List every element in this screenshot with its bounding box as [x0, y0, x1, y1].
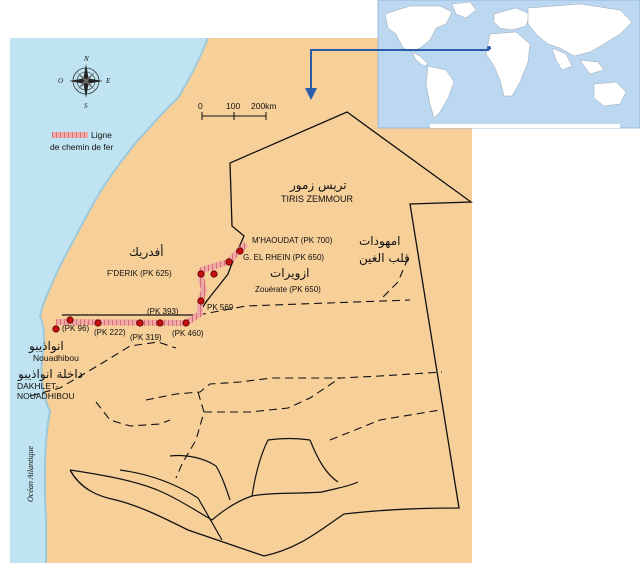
- pk222-label: (PK 222): [94, 328, 126, 337]
- tiris-zemmour-ar: تريس زمور: [289, 178, 347, 193]
- station-zouerate: [197, 270, 205, 278]
- compass-s: S: [84, 102, 88, 110]
- station-gelrhein: [225, 258, 233, 266]
- station-pk393: [156, 319, 164, 327]
- pk393-label: (PK 393): [147, 307, 179, 316]
- world-inset: [377, 0, 640, 129]
- nouadhibou-fr: Nouadhibou: [33, 353, 79, 363]
- mhaoudat-fr: M'HAOUDAT (PK 700): [252, 236, 333, 245]
- legend-line1: Ligne: [91, 130, 112, 140]
- dakhlet-ar: داخلة انواذيبو: [17, 367, 83, 382]
- legend-line2: de chemin de fer: [50, 142, 113, 152]
- station-mhaoudat: [236, 247, 244, 255]
- mhaoudat-ar: امهودات: [359, 234, 400, 249]
- legend: Ligne de chemin de fer: [50, 130, 113, 152]
- legend-railway-swatch: [52, 132, 88, 138]
- compass-rose: N S E O: [58, 55, 111, 110]
- sea-area: [10, 38, 208, 563]
- station-pk319: [136, 319, 144, 327]
- compass-o: O: [58, 77, 63, 85]
- internal-borders: [29, 257, 443, 479]
- nouadhibou-ar: انواذيبو: [28, 339, 64, 354]
- pk319-label: (PK 319): [130, 333, 162, 342]
- scale-bar: 0 100 200km: [198, 101, 277, 120]
- gelrhein-fr: G. EL RHEIN (PK 650): [243, 253, 324, 262]
- compass-n: N: [83, 55, 89, 63]
- southern-borders: [69, 437, 359, 541]
- station-fderik: [210, 270, 218, 278]
- pk96-label: (PK 96): [62, 324, 89, 333]
- compass-e: E: [105, 77, 111, 85]
- pk569-label: PK 569: [207, 303, 234, 312]
- zouerate-ar: ازويرات: [270, 266, 310, 281]
- scale-tick-200: 200km: [251, 101, 277, 111]
- coastline: [38, 37, 209, 563]
- scale-tick-0: 0: [198, 101, 203, 111]
- tiris-zemmour-fr: TIRIS ZEMMOUR: [281, 194, 353, 204]
- pk460-label: (PK 460): [172, 329, 204, 338]
- scale-tick-100: 100: [226, 101, 240, 111]
- dakhlet-fr-2: NOUADHIBOU: [17, 391, 75, 401]
- zouerate-fr: Zouérate (PK 650): [255, 285, 321, 294]
- station-pk222: [94, 319, 102, 327]
- fderik-ar: أفدريك: [129, 244, 164, 260]
- station-pk96: [66, 316, 74, 324]
- fderik-fr: F'DERIK (PK 625): [107, 269, 172, 278]
- country-border: [62, 111, 473, 557]
- station-pk569: [197, 297, 205, 305]
- ocean-label: Océan Atlantique: [26, 445, 35, 502]
- locator-arrow: [305, 49, 489, 100]
- station-pk460: [182, 319, 190, 327]
- gelrhein-ar: قلب الغين: [359, 251, 410, 266]
- dakhlet-fr-1: DAKHLET-: [17, 381, 59, 391]
- station-nouadhibou: [52, 325, 60, 333]
- railway-stations: [52, 247, 244, 333]
